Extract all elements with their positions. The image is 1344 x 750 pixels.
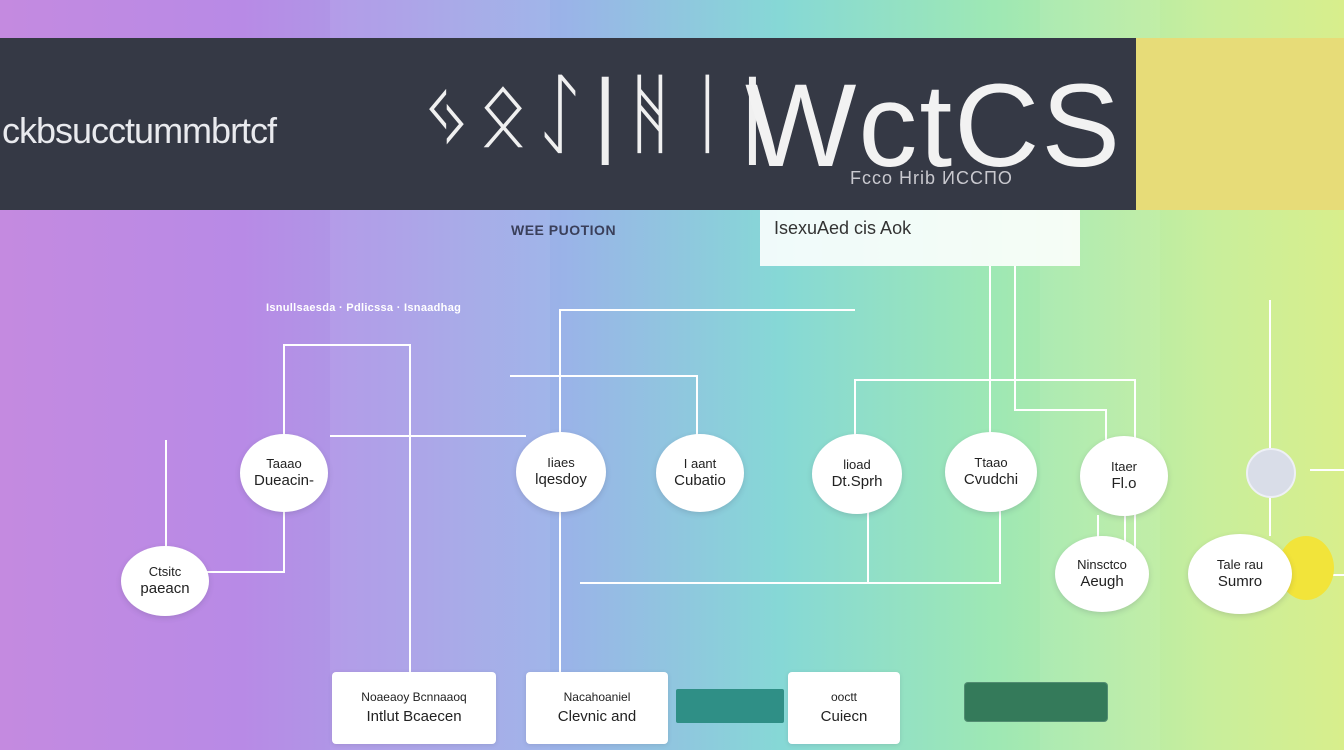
box-label: Intlut Bcaecen: [366, 707, 462, 725]
diagram-node: Taaao Dueacin-: [240, 434, 328, 512]
node-label: paeacn: [140, 579, 190, 597]
node-label: lqesdoy: [535, 470, 587, 488]
node-label: Dt.Sprh: [831, 472, 883, 490]
diagram-header: Isnullsaesda · Pdlicssa · Isnaadhag: [266, 302, 462, 314]
diagram-title: WEE PUOTION: [511, 222, 617, 238]
diagram-box: Nacahoaniel Clevnic and: [526, 672, 668, 744]
teal-bar: [676, 689, 784, 723]
node-label: Ttaao: [974, 454, 1008, 470]
box-label: Nacahoaniel: [563, 690, 631, 705]
tag-box: IsexuAed cis Aok: [760, 210, 1080, 266]
status-dot: [1246, 448, 1296, 498]
node-label: Dueacin-: [253, 471, 315, 489]
diagram-node: I aant Cubatio: [656, 434, 744, 512]
diagram-node: Ctsitc paeacn: [121, 546, 209, 616]
banner-accent: [1136, 38, 1344, 210]
banner-title: WctCS: [745, 60, 1123, 192]
node-label: Fl.o: [1111, 474, 1137, 492]
node-label: Tale rau: [1216, 556, 1264, 572]
box-label: Cuiecn: [820, 707, 868, 725]
green-block: [964, 682, 1108, 722]
box-label: Clevnic and: [557, 707, 637, 725]
node-label: Cvudchi: [963, 470, 1019, 488]
node-label: Iiaes: [547, 454, 575, 470]
banner-subtitle: Fcco Hrib ИССПО: [850, 168, 1013, 188]
diagram-box: Noaeaoy Bcnnaaoq Intlut Bcaecen: [332, 672, 496, 744]
banner-left-text: ckbsucctummbrtcf: [2, 110, 277, 151]
diagram-node: Iiaes lqesdoy: [516, 432, 606, 512]
diagram-node: lioad Dt.Sprh: [812, 434, 902, 514]
node-label: Taaao: [266, 455, 302, 471]
header-banner: [0, 38, 1136, 210]
box-label: Noaeaoy Bcnnaaoq: [361, 690, 467, 705]
diagram-node: Tale rau Sumro: [1188, 534, 1292, 614]
node-label: Ctsitc: [148, 563, 182, 579]
node-label: Aeugh: [1080, 572, 1124, 590]
box-label: ooctt: [830, 690, 857, 705]
banner-glyphs: ᛃᛟᛇ|ᚻᛁ|: [420, 62, 772, 165]
node-label: lioad: [843, 456, 871, 472]
node-label: Cubatio: [674, 471, 726, 489]
diagram-node: Ttaao Cvudchi: [945, 432, 1037, 512]
node-label: Itaer: [1110, 458, 1137, 474]
diagram-box: ooctt Cuiecn: [788, 672, 900, 744]
node-label: Ninsctco: [1077, 556, 1127, 572]
diagram-node: Ninsctco Aeugh: [1055, 536, 1149, 612]
node-label: I aant: [683, 455, 717, 471]
node-label: Sumro: [1217, 572, 1263, 590]
diagram-node: Itaer Fl.o: [1080, 436, 1168, 516]
